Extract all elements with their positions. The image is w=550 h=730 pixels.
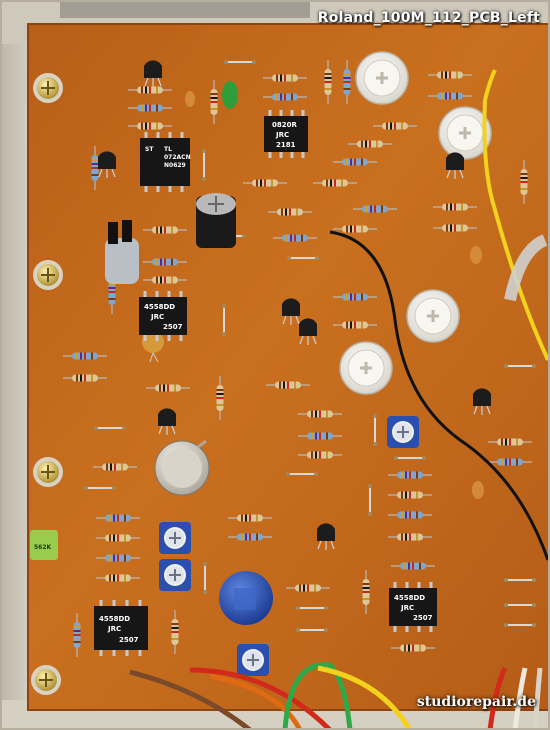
svg-text:N0629: N0629 xyxy=(164,162,186,169)
svg-text:2181: 2181 xyxy=(276,141,296,149)
trimmer-blue xyxy=(236,643,270,677)
led-lens xyxy=(504,234,548,302)
svg-text:4558DD: 4558DD xyxy=(99,615,130,623)
metal-can-transistor xyxy=(154,439,210,496)
trimmer-pot-white xyxy=(354,50,410,106)
svg-text:4558DD: 4558DD xyxy=(394,594,425,602)
ic-st-tl072: ST TL 072ACN N0629 xyxy=(140,132,191,192)
green-film-capacitor: 562K xyxy=(30,530,58,560)
black-wire xyxy=(329,230,550,561)
mounting-screw xyxy=(32,259,64,291)
trimmer-blue-large xyxy=(219,571,273,625)
svg-text:2507: 2507 xyxy=(413,614,433,622)
svg-text:2507: 2507 xyxy=(163,323,183,331)
ic-jrc-4558-c: 4558DD JRC 2507 xyxy=(389,582,437,632)
green-capacitor xyxy=(222,81,238,109)
mounting-screw xyxy=(32,456,64,488)
ic-jrc-4558-a: 4558DD JRC 2507 xyxy=(139,291,187,341)
watermark-text: studiorepair.de xyxy=(416,694,536,710)
svg-text:JRC: JRC xyxy=(275,131,289,139)
svg-text:0820R: 0820R xyxy=(272,121,297,129)
wire-harness xyxy=(129,662,543,730)
ic-jrc-4558-b: 4558DD JRC 2507 xyxy=(94,600,148,656)
svg-text:JRC: JRC xyxy=(107,625,121,633)
mounting-screw xyxy=(32,72,64,104)
svg-text:072ACN: 072ACN xyxy=(164,154,191,161)
electrolytic-capacitors xyxy=(105,193,236,284)
trimmer-pot-white xyxy=(405,288,461,344)
svg-text:TL: TL xyxy=(164,146,172,153)
svg-text:562K: 562K xyxy=(34,544,52,551)
yellow-wire xyxy=(482,99,550,361)
svg-text:ST: ST xyxy=(145,146,154,153)
trimmer-blue xyxy=(158,558,192,592)
svg-text:JRC: JRC xyxy=(150,313,164,321)
svg-text:JRC: JRC xyxy=(400,604,414,612)
trimmer-blue xyxy=(386,415,420,449)
mounting-screw xyxy=(30,664,62,696)
trimmer-blue xyxy=(158,521,192,555)
ic-jrc-2181: 0820R JRC 2181 xyxy=(264,110,308,158)
svg-text:4558DD: 4558DD xyxy=(144,303,175,311)
photo-caption: Roland_100M_112_PCB_Left xyxy=(317,10,540,26)
svg-text:2507: 2507 xyxy=(119,636,139,644)
trimmer-pot-white xyxy=(338,340,394,396)
